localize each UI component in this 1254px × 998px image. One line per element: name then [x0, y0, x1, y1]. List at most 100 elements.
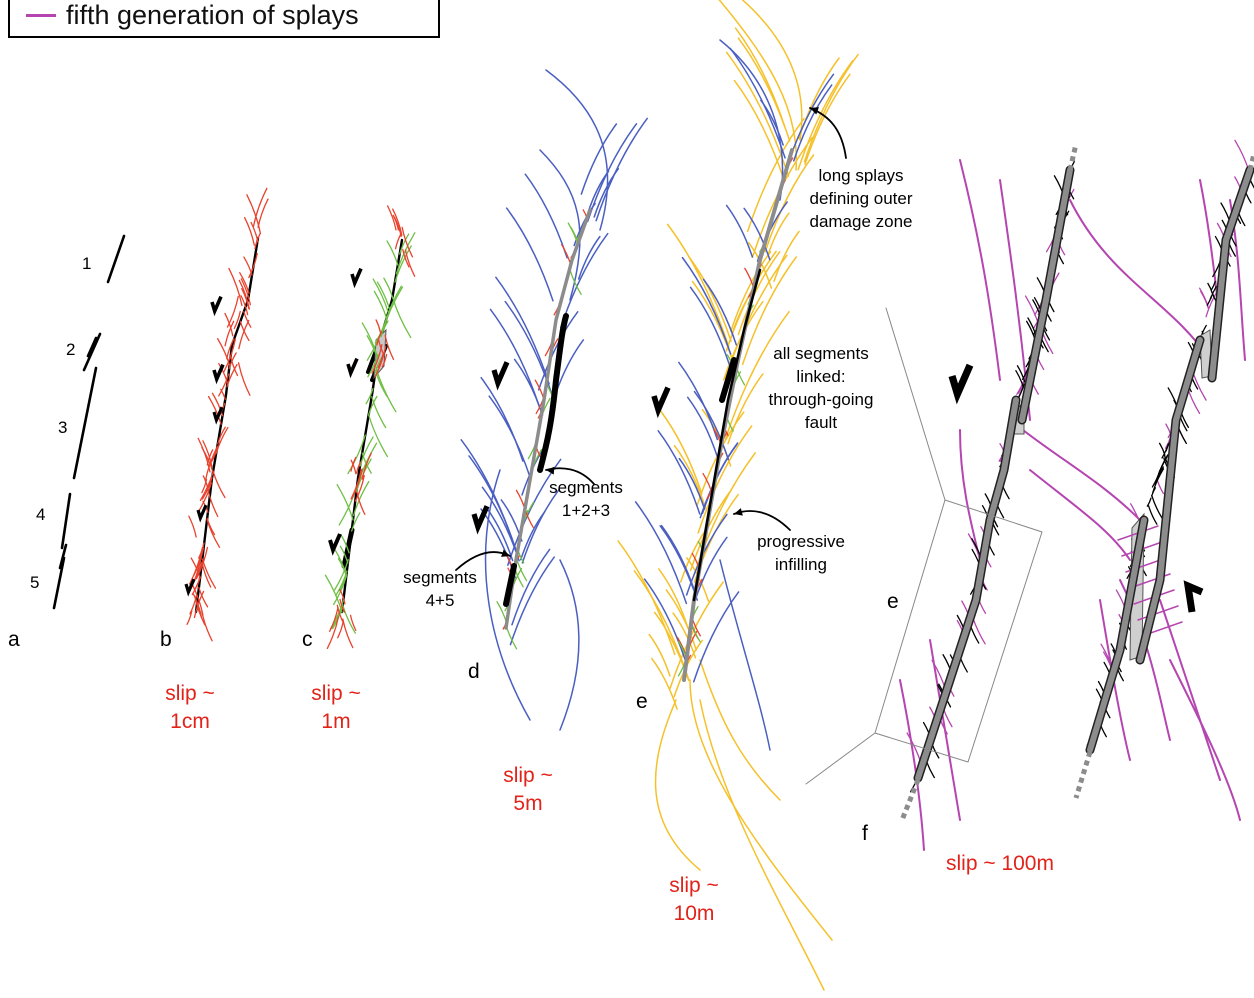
first-generation-splay — [392, 214, 400, 231]
second-generation-splay — [361, 322, 379, 358]
first-generation-splay — [402, 248, 410, 268]
annotation-segments-1-2-3: segments 1+2+3 — [536, 476, 636, 522]
fourth-generation-splay — [718, 0, 798, 171]
first-generation-splay — [206, 449, 214, 466]
third-generation-splay — [681, 256, 732, 355]
fault-core — [1137, 337, 1203, 663]
arrow-progressive-infilling — [733, 510, 791, 531]
third-generation-splay — [685, 513, 728, 596]
panel-label-b: b — [160, 628, 172, 651]
slip-label-c-line1: slip ~ — [311, 682, 361, 705]
segment-number-5: 5 — [30, 573, 40, 592]
third-generation-splay — [577, 235, 601, 280]
first-generation-splay — [189, 595, 197, 615]
slip-sense-arrow — [184, 578, 196, 597]
arrow-segments-1-2-3-head — [546, 466, 555, 475]
first-generation-splay — [356, 491, 366, 516]
first-generation-splay — [220, 388, 226, 400]
second-generation-splay — [366, 335, 378, 360]
third-generation-splay — [580, 123, 618, 195]
fourth-generation-splay — [773, 230, 800, 283]
first-generation-splay — [201, 477, 213, 500]
panel-c-faults — [324, 205, 416, 650]
annotation-arrows — [455, 107, 847, 571]
second-generation-splay — [351, 512, 361, 532]
third-generation-splay — [559, 559, 580, 731]
first-generation-splay — [201, 610, 213, 642]
annotation-long-splays-line1: long splays — [818, 166, 904, 185]
annotation-long-splays: long splays defining outer damage zone — [786, 164, 936, 233]
slip-sense-arrow — [212, 406, 224, 425]
third-generation-splay — [480, 376, 524, 462]
slip-sense-arrow — [1183, 580, 1204, 613]
first-generation-splay — [192, 593, 203, 618]
first-generation-splay — [243, 311, 252, 328]
fourth-generation-splay — [617, 540, 676, 656]
linked-segment — [719, 357, 737, 403]
legend-swatch-fifth-generation — [26, 14, 56, 17]
fault-segment — [82, 332, 102, 372]
fifth-generation-splay — [1099, 599, 1131, 761]
first-generation-splay — [238, 319, 250, 350]
fourth-generation-splay — [665, 589, 698, 651]
fifth-generation-splay — [959, 159, 1001, 381]
panel-a-fault-segments — [52, 234, 126, 610]
first-generation-splay — [326, 616, 340, 650]
through-going-fault — [692, 268, 762, 602]
third-generation-splay — [489, 308, 541, 409]
fault-segment — [58, 543, 68, 570]
first-generation-splay — [207, 395, 222, 425]
arrow-long-splays-head — [810, 107, 819, 115]
annotation-segments-4-5-line2: 4+5 — [425, 591, 455, 610]
panel-d-faults — [460, 69, 648, 731]
second-generation-splay — [383, 277, 394, 298]
fourth-generation-splay — [648, 633, 671, 677]
slip-label-d: slip ~ 5m — [488, 762, 568, 818]
first-generation-splay — [250, 221, 259, 243]
second-generation-splay — [570, 226, 579, 244]
first-generation-splay — [384, 334, 395, 360]
panel-f-faults — [805, 139, 1254, 851]
fifth-generation-splay — [1009, 419, 1141, 521]
third-generation-splay — [693, 536, 728, 604]
third-generation-splay — [693, 390, 730, 461]
segment-number-4: 4 — [36, 505, 46, 524]
slip-label-e-line1: slip ~ — [669, 874, 719, 897]
first-generation-splay — [243, 216, 255, 246]
third-generation-splay — [678, 361, 719, 441]
inset-projection-line — [885, 307, 946, 501]
first-generation-splay — [375, 319, 382, 334]
annotation-all-linked-line1: all segments — [773, 344, 869, 363]
damage-zone-fracture — [1158, 442, 1166, 456]
third-generation-splay — [657, 430, 701, 515]
arrow-segments-4-5-head — [501, 549, 510, 557]
first-generation-splay — [190, 557, 201, 579]
fault-core — [1209, 167, 1253, 381]
fourth-generation-splay — [746, 117, 805, 232]
slip-label-c-line2: 1m — [321, 710, 351, 733]
third-generation-splay — [686, 396, 718, 458]
first-generation-splay — [243, 256, 253, 276]
annotation-segments-4-5: segments 4+5 — [390, 566, 490, 612]
annotation-long-splays-line2: defining outer — [809, 189, 913, 208]
second-generation-splay — [399, 233, 410, 255]
first-generation-splay — [228, 352, 237, 370]
fifth-generation-splay — [1200, 290, 1209, 309]
third-generation-splay — [719, 559, 771, 751]
third-generation-splay — [725, 204, 754, 258]
inset-projection-line — [805, 732, 876, 785]
first-generation-splay — [329, 606, 339, 632]
first-generation-splay — [201, 561, 212, 588]
second-generation-splay — [371, 396, 387, 429]
damage-zone-fracture — [1207, 282, 1213, 294]
second-generation-splay — [391, 296, 412, 339]
third-generation-splay — [659, 525, 699, 601]
segment-number-2: 2 — [66, 340, 76, 359]
fourth-generation-splay — [733, 79, 785, 180]
third-generation-splay — [539, 149, 581, 301]
fourth-generation-splay — [651, 657, 678, 710]
first-generation-splay — [218, 362, 229, 384]
damage-zone-fracture — [1154, 466, 1164, 486]
first-generation-splay — [394, 234, 401, 250]
fourth-generation-splay — [741, 256, 798, 366]
